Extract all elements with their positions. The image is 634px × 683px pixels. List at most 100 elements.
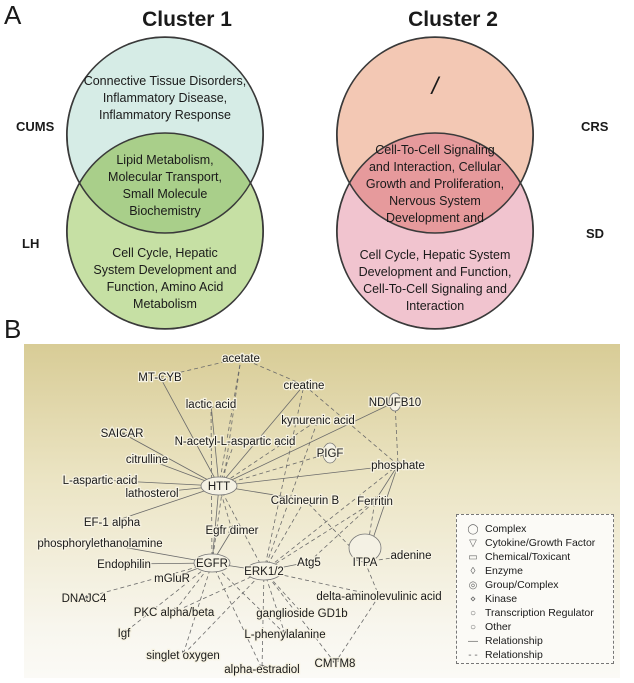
text-line: Development and Function, [358,265,512,279]
node-shape-pigf [322,442,338,464]
node-shape-itpa [348,533,382,563]
node-label-pkc: PKC alpha/beta [134,607,215,619]
edge-erk-pkc [173,570,265,613]
cluster2-top-only-text: / [336,74,534,100]
kinase-icon: ⋄ [469,594,477,605]
node-label-estradiol: alpha-estradiol [224,664,299,676]
edge-erk-singlet [182,570,265,656]
text-line: System Development and [93,263,237,277]
legend-label: Chemical/Toxicant [485,551,571,563]
edge-htt-egfr [209,485,220,564]
node-shape-erk [245,561,283,581]
edge-itpa-adenine [364,553,412,563]
text-line: and Interaction, Cellular [368,160,502,174]
cluster2-overlap-text: Cell-To-Cell Signaling and Interaction, … [336,142,534,227]
transcription-regulator-icon: ○ [469,608,477,619]
node-label-pigf: PIGF [317,448,344,460]
legend-item: ⋄ Kinase [465,592,517,606]
cluster1-overlap-text: Lipid Metabolism, Molecular Transport, S… [66,152,264,220]
legend-label: Complex [485,523,527,535]
legend-label: Other [485,621,512,633]
node-label-ferritin: Ferritin [357,496,393,508]
text-line: / [431,73,439,100]
node-label-saicar: SAICAR [101,428,144,440]
cluster1-title: Cluster 1 [142,8,232,31]
edge-itpa-dala [364,561,380,597]
edge-htt-erk [218,485,265,572]
node-label-mglur: mGluR [154,573,190,585]
node-label-itpa: ITPA [353,557,378,569]
node-label-mtcyb: MT-CYB [138,372,182,384]
text-line: Growth and Proliferation, [365,177,505,191]
node-label-atg5: Atg5 [297,557,321,569]
chemical-icon: ▭ [468,552,478,563]
text-line: Cell-To-Cell Signaling [375,143,495,157]
node-label-laspartic: L-aspartic acid [63,475,138,487]
edge-htt-phosphate [218,463,399,487]
node-shape-htt [200,476,238,496]
node-label-egfrdimer: Egfr dimer [205,525,258,537]
text-line: Development and [386,211,484,225]
edge-htt-ndufb10 [218,401,396,487]
text-line: Inflammatory Disease, [102,91,228,105]
text-line: Interaction [405,299,465,313]
text-line: Connective Tissue Disorders, [83,74,247,88]
edge-erk-kynurenic [263,419,319,572]
node-label-pea: phosphorylethanolamine [37,538,162,550]
other-icon: ○ [469,622,477,633]
legend-label: Cytokine/Growth Factor [485,537,596,549]
edge-erk-estradiol [259,570,265,670]
node-label-singlet: singlet oxygen [146,650,220,662]
panel-b-letter: B [4,314,22,344]
group-icon: ◎ [468,580,478,591]
cluster1-bottom-label: LH [22,236,40,251]
cluster1-top-only-text: Connective Tissue Disorders, Inflammator… [66,73,264,124]
cluster2-top-label: CRS [581,119,609,134]
circle-icon: ◯ [467,524,479,535]
legend-item: ◯ Complex [465,522,526,536]
legend-label: Enzyme [485,565,523,577]
edge-htt-creatine [218,384,305,487]
legend-label: Kinase [485,593,518,605]
text-line: Function, Amino Acid [106,280,224,294]
text-line: Cell-To-Cell Signaling and [363,282,507,296]
text-line: Small Molecule [122,187,208,201]
node-label-igf: Igf [118,628,132,640]
legend-label: Group/Complex [485,579,559,591]
node-shape-egfr [193,553,231,573]
node-label-htt: HTT [208,481,230,493]
legend-label: Transcription Regulator [485,607,594,619]
solid-line-icon: — [468,636,478,647]
legend-label: Relationship [485,635,543,647]
node-label-ef1: EF-1 alpha [84,517,141,529]
edge-htt-laspartic [99,477,220,487]
text-line: Lipid Metabolism, [116,153,214,167]
node-label-erk: ERK1/2 [244,566,284,578]
node-label-ndufb10: NDUFB10 [369,397,421,409]
node-label-creatine: creatine [284,380,325,392]
text-line: Molecular Transport, [108,170,222,184]
edge-erk-cmtm8 [263,570,336,664]
edge-atg5-ferritin [308,500,376,563]
edge-erk-creatine [263,384,306,572]
cluster2-overlap-lens [336,36,534,330]
legend-item: ◎ Group/Complex [465,578,559,592]
edge-acetate-creatine [240,357,305,386]
edge-htt-kynurenic [218,419,319,487]
edge-htt-ef1 [111,485,220,523]
legend-item: ◊Enzyme [465,564,523,578]
node-label-citrulline: citrulline [126,454,168,466]
edge-htt-acetate [218,357,243,487]
cytokine-icon: ▽ [469,538,477,549]
node-label-lactic: lactic acid [186,399,237,411]
text-line: Metabolism [133,297,197,311]
legend-item: ○ Other [465,620,511,634]
text-line: Cell Cycle, Hepatic [112,246,218,260]
cluster1-top-label: CUMS [16,119,55,134]
node-label-calcineurin: Calcineurin B [271,495,340,507]
edge-htt-saicar [121,432,220,487]
edge-phosphate-ferritin [374,464,399,502]
node-label-cmtm8: CMTM8 [315,658,356,670]
legend-label: Relationship [485,649,543,661]
